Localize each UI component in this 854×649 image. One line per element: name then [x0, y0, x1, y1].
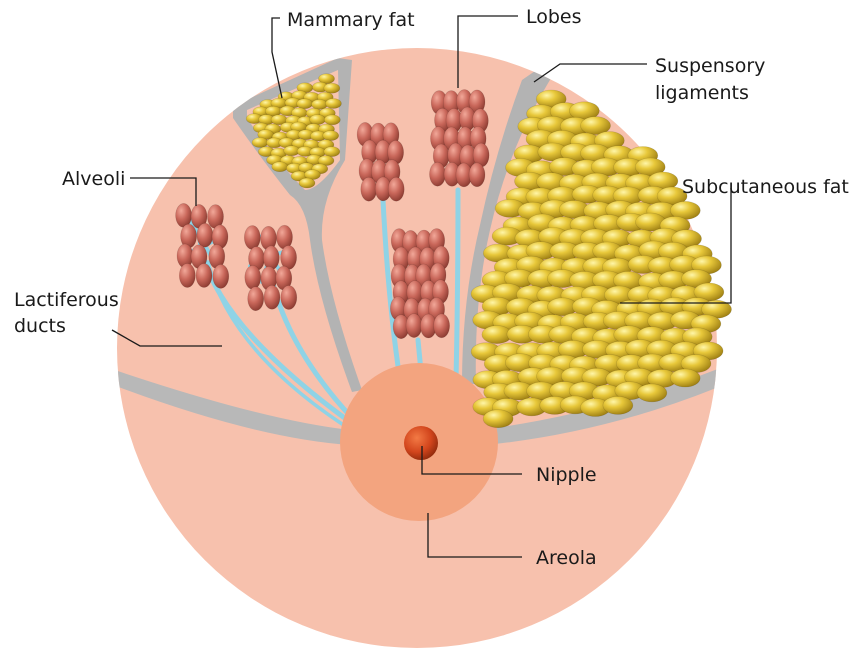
- label-mammary-fat: Mammary fat: [287, 9, 415, 31]
- lobule: [263, 246, 279, 270]
- fat-globule: [670, 369, 700, 387]
- lobule: [213, 264, 229, 288]
- lobule: [469, 163, 485, 187]
- lobule: [264, 285, 280, 309]
- fat-globule: [272, 162, 288, 172]
- nipple: [404, 426, 438, 460]
- fat-globule: [324, 115, 340, 125]
- lobule: [197, 223, 213, 247]
- label-lobes: Lobes: [526, 6, 582, 28]
- fat-globule: [312, 99, 328, 109]
- fat-globule: [323, 131, 339, 141]
- lobule: [244, 226, 260, 250]
- fat-globule: [252, 138, 268, 148]
- lobule: [179, 264, 195, 288]
- lobule: [281, 286, 297, 310]
- lobule: [388, 177, 404, 201]
- lobule: [434, 314, 450, 338]
- lobule: [245, 265, 261, 289]
- label-areola: Areola: [536, 547, 597, 569]
- lobule: [361, 177, 377, 201]
- label-lactiferous-line1: Lactiferous: [14, 289, 119, 311]
- lobule: [196, 264, 212, 288]
- fat-globule: [603, 396, 633, 414]
- label-alveoli: Alveoli: [62, 168, 125, 190]
- label-suspensory-line1: Suspensory: [655, 55, 765, 77]
- lobule: [406, 314, 422, 338]
- fat-globule: [637, 384, 667, 402]
- fat-globule: [325, 99, 341, 109]
- label-lactiferous-line2: ducts: [14, 315, 66, 337]
- fat-globule: [324, 147, 340, 157]
- label-suspensory-line2: ligaments: [655, 82, 749, 104]
- lobule: [248, 287, 264, 311]
- fat-globule: [310, 115, 326, 125]
- fat-globule: [297, 99, 313, 109]
- leader-suspensory: [534, 64, 647, 82]
- lobule: [430, 162, 446, 186]
- fat-globule: [483, 410, 513, 428]
- lobule: [176, 203, 192, 227]
- label-nipple: Nipple: [536, 464, 597, 486]
- fat-globule: [299, 178, 315, 188]
- label-subcutaneous-fat: Subcutaneous fat: [682, 176, 849, 198]
- fat-globule: [324, 83, 340, 93]
